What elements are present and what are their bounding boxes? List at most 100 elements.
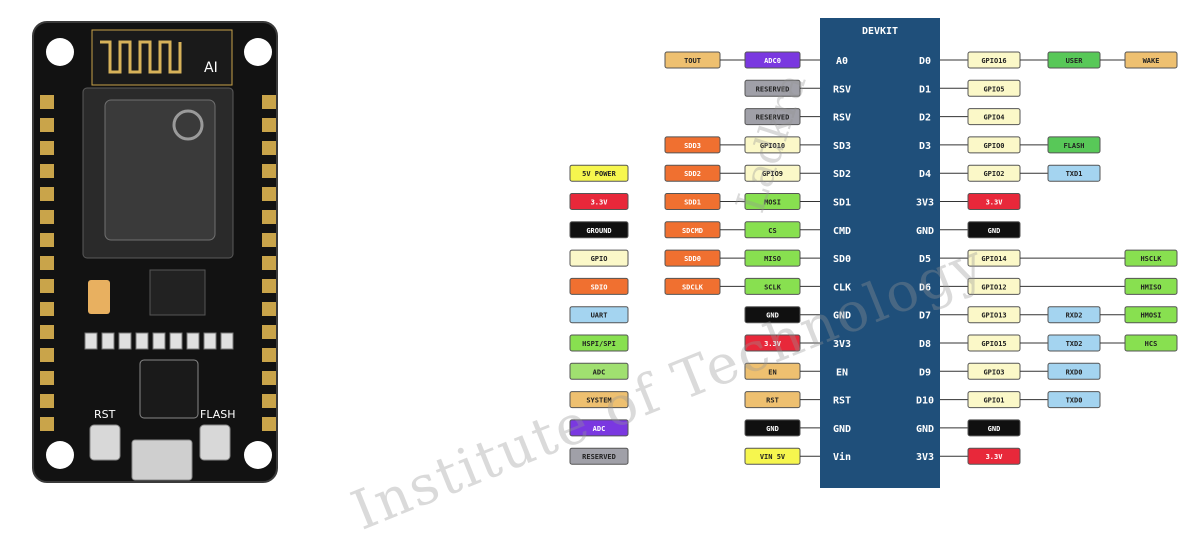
label-gpio4-text: GPIO4	[983, 114, 1004, 122]
pin-d10-right: D10	[916, 396, 934, 407]
label-rxd0: RXD0	[1047, 362, 1101, 380]
flash-button[interactable]	[199, 424, 231, 461]
micro-usb-port[interactable]	[131, 439, 193, 481]
header-pin	[262, 256, 276, 270]
pin-d1-right: D1	[919, 84, 931, 95]
mount-hole-top-left	[46, 38, 74, 66]
label-miso: MISO	[744, 249, 801, 267]
chip-label: AI	[204, 60, 218, 76]
label-reserved-text: RESERVED	[756, 114, 790, 122]
resistor-row	[84, 332, 234, 350]
label-gpio16-text: GPIO16	[981, 57, 1006, 65]
pin-a0-left: A0	[836, 56, 848, 67]
label-cs: CS	[744, 221, 801, 239]
header-pin	[262, 394, 276, 408]
header-pin	[40, 417, 54, 431]
header-pin	[262, 417, 276, 431]
legend-hspi-spi-text: HSPI/SPI	[582, 340, 616, 348]
label-gpio3-text: GPIO3	[983, 368, 1004, 376]
label-txd1: TXD1	[1047, 164, 1101, 182]
mount-hole-bottom-left	[46, 441, 74, 469]
label-txd2: TXD2	[1047, 334, 1101, 352]
label-gnd-text: GND	[766, 425, 779, 433]
label-gnd: GND	[967, 221, 1021, 239]
label-wake: WAKE	[1124, 51, 1178, 69]
label-adc0-text: ADC0	[764, 57, 781, 65]
label-vin-5v-text: VIN 5V	[760, 453, 786, 461]
rst-button[interactable]	[89, 424, 121, 461]
legend-uart-box	[569, 306, 629, 324]
pin-sd0-left: SD0	[833, 254, 851, 265]
header-pin	[262, 302, 276, 316]
label-gpio4-box	[967, 108, 1021, 126]
right-header-pins	[262, 95, 276, 431]
legend-sdio-box	[569, 277, 629, 295]
label-hmosi-box	[1124, 306, 1178, 324]
header-pin	[262, 348, 276, 362]
pin-d8-right: D8	[919, 339, 931, 350]
label-mosi: MOSI	[744, 193, 801, 210]
label-gpio14: GPIO14	[967, 249, 1021, 267]
pin-gnd-left: GND	[833, 424, 851, 435]
pin-d5-right: D5	[919, 254, 931, 265]
header-pin	[40, 95, 54, 109]
label-gpio12-text: GPIO12	[981, 283, 1006, 291]
label-hsclk-box	[1124, 249, 1178, 267]
label-rst-text: RST	[766, 397, 779, 405]
devkit-title: DEVKIT	[862, 26, 898, 37]
legend-sdio-text: SDIO	[591, 283, 608, 291]
label-gnd-box	[967, 221, 1021, 239]
pin-rst-left: RST	[833, 396, 851, 407]
label-gnd: GND	[967, 419, 1021, 437]
legend-uart: UART	[569, 306, 629, 324]
label-hmosi-text: HMOSI	[1140, 312, 1161, 320]
legend-gpio-box	[569, 249, 629, 267]
label-gnd-text: GND	[766, 312, 779, 320]
label-hsclk-text: HSCLK	[1140, 255, 1162, 263]
label-gpio15-text: GPIO15	[981, 340, 1006, 348]
pin-clk-left: CLK	[833, 282, 851, 293]
legend-3-3v-box	[569, 193, 629, 210]
label-gpio5: GPIO5	[967, 79, 1021, 97]
label-gpio10: GPIO10	[744, 136, 801, 154]
smd-component	[169, 332, 183, 350]
label-sdd0-text: SDD0	[684, 255, 701, 263]
usb-uart-chip	[139, 359, 199, 419]
legend-ground-box	[569, 221, 629, 239]
label-rxd0-text: RXD0	[1066, 368, 1083, 376]
header-pin	[40, 164, 54, 178]
legend-adc-box	[569, 362, 629, 380]
label-reserved: RESERVED	[744, 108, 801, 126]
label-rxd0-box	[1047, 362, 1101, 380]
legend-sdio: SDIO	[569, 277, 629, 295]
label-sdd3-text: SDD3	[684, 142, 701, 150]
pin-gnd-left: GND	[833, 311, 851, 322]
label-tout: TOUT	[664, 51, 721, 69]
pin-sd1-left: SD1	[833, 198, 851, 209]
label-gpio10-text: GPIO10	[760, 142, 785, 150]
legend-5v-power: 5V POWER	[569, 164, 629, 182]
header-pin	[262, 118, 276, 132]
legend-adc-box	[569, 419, 629, 437]
legend-hspi-spi: HSPI/SPI	[569, 334, 629, 352]
header-pin	[40, 279, 54, 293]
smd-component	[220, 332, 234, 350]
smd-component	[152, 332, 166, 350]
pin-d6-right: D6	[919, 282, 931, 293]
label-gpio5-text: GPIO5	[983, 85, 1004, 93]
header-pin	[262, 187, 276, 201]
label-sclk: SCLK	[744, 277, 801, 295]
legend: 5V POWER3.3VGROUNDGPIOSDIOUARTHSPI/SPIAD…	[569, 164, 629, 465]
label-hsclk: HSCLK	[1124, 249, 1178, 267]
pin-3v3-right: 3V3	[916, 198, 934, 209]
label-user-text: USER	[1066, 57, 1084, 65]
smd-component	[84, 332, 98, 350]
pin-d3-right: D3	[919, 141, 931, 152]
label-hcs-box	[1124, 334, 1178, 352]
pin-d9-right: D9	[919, 367, 931, 378]
label-gpio15: GPIO15	[967, 334, 1021, 352]
pin-rsv-left: RSV	[833, 84, 851, 95]
legend-system-box	[569, 391, 629, 409]
pin-rsv-left: RSV	[833, 113, 851, 124]
